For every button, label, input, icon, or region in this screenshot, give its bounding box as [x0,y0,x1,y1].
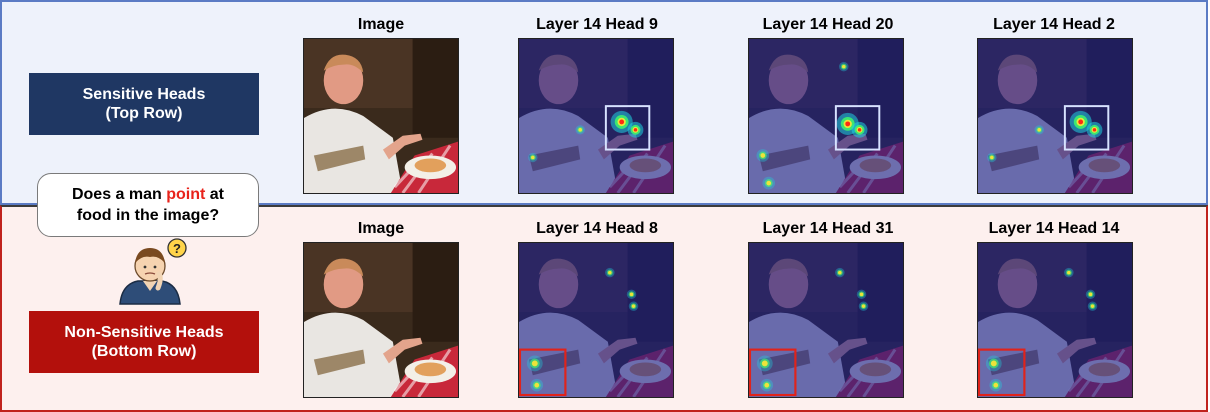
top-original-image [303,38,459,194]
top-col-title-3: Layer 14 Head 20 [762,16,894,33]
non-sensitive-heads-label-line1: Non-Sensitive Heads [64,324,224,341]
sensitive-heads-label: Sensitive Heads (Top Row) [29,73,259,135]
question-mark-glyph: ? [173,241,181,256]
bottom-col-title-3: Layer 14 Head 31 [762,220,894,237]
question-text-after: at [209,186,225,203]
bottom-attention-map-head8 [518,242,674,398]
thinking-person-icon: ? [119,238,187,305]
bottom-attention-map-head31 [748,242,904,398]
bottom-col-title-2: Layer 14 Head 8 [536,220,658,237]
top-col-title-1: Image [357,16,405,33]
non-sensitive-heads-label: Non-Sensitive Heads (Bottom Row) [29,311,259,373]
top-col-title-4: Layer 14 Head 2 [993,16,1115,33]
bottom-original-image [303,242,459,398]
top-attention-map-head9 [518,38,674,194]
question-bubble: Does a man point at food in the image? [37,173,259,237]
bottom-col-title-4: Layer 14 Head 14 [988,220,1120,237]
top-attention-map-head2 [977,38,1133,194]
sensitive-heads-label-line2: (Top Row) [105,105,183,122]
top-col-title-2: Layer 14 Head 9 [536,16,658,33]
question-text-before: Does a man [71,186,162,203]
non-sensitive-heads-label-line2: (Bottom Row) [91,343,197,360]
question-highlight-word: point [166,186,206,203]
sensitive-heads-label-line1: Sensitive Heads [82,86,206,103]
bottom-attention-map-head14 [977,242,1133,398]
bottom-col-title-1: Image [357,220,405,237]
question-line1: Does a man point at [72,184,224,205]
question-line2: food in the image? [76,207,220,224]
top-attention-map-head20 [748,38,904,194]
